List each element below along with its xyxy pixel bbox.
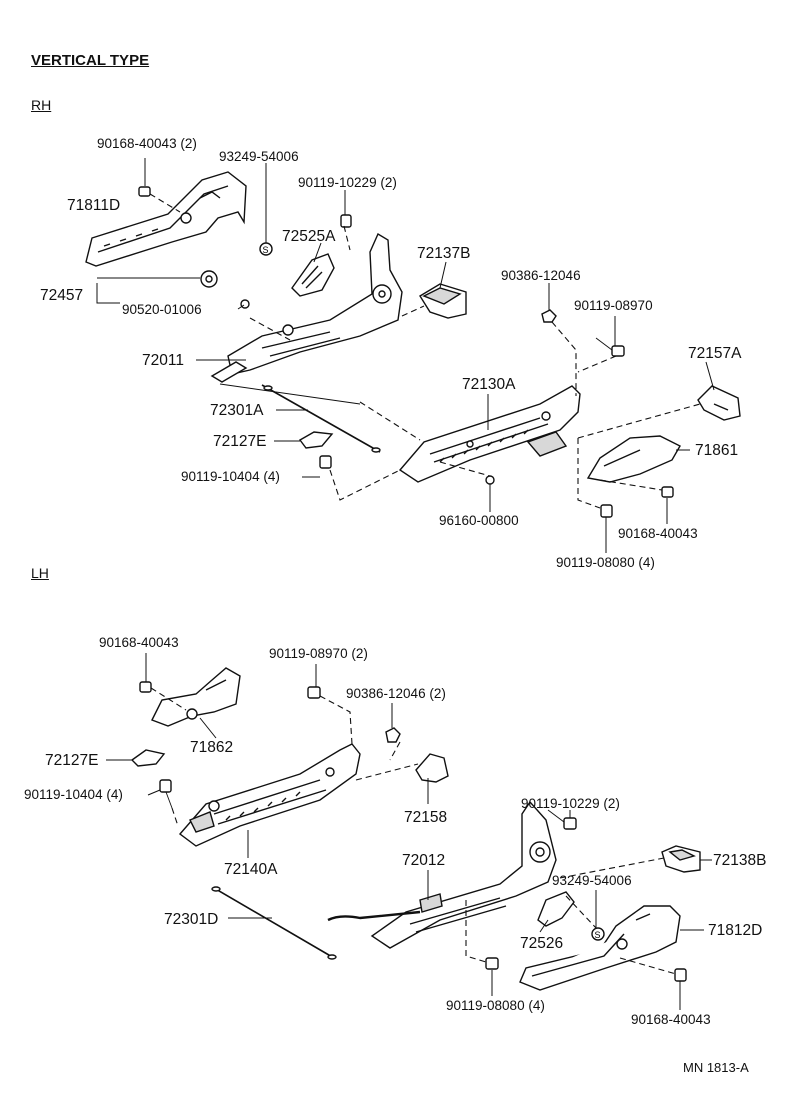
label-72012: 72012 (402, 852, 446, 869)
part-72157a (697, 385, 741, 421)
bolt-90168-40043-rh2 (661, 486, 674, 498)
label-72130a: 72130A (462, 376, 516, 393)
label-90119-08970-2-lh: 90119-08970 (2) (269, 646, 368, 661)
bolt-90119-08080-lh (485, 957, 499, 970)
lh-leaders (106, 653, 712, 1010)
bolt-90168-40043-lh (139, 681, 152, 693)
s-mark: S (263, 245, 269, 255)
lever-rod (327, 910, 421, 922)
section-rh: RH (31, 97, 52, 113)
diagram-title: VERTICAL TYPE (31, 52, 150, 69)
label-72011: 72011 (142, 352, 184, 369)
section-lh: LH (31, 565, 49, 581)
label-90119-08970-rh: 90119-08970 (574, 298, 653, 313)
label-72301d: 72301D (164, 911, 219, 928)
label-71811d: 71811D (67, 197, 121, 214)
leader (150, 687, 187, 711)
part-72012-frame (370, 800, 557, 949)
bolt-90119-10229-lh (563, 817, 577, 830)
rh-leaders (96, 158, 715, 553)
s-mark: S (595, 930, 601, 940)
part-72127e-lh (130, 749, 166, 767)
label-72127e-lh: 72127E (45, 752, 99, 769)
label-93249-54006-lh: 93249-54006 (552, 873, 632, 888)
label-90168-40043-2: 90168-40043 (2) (97, 136, 197, 151)
bolt-90168-40043-lh2 (674, 968, 687, 982)
label-72157a: 72157A (688, 345, 742, 362)
label-96160-00800: 96160-00800 (439, 513, 519, 528)
label-71861: 71861 (695, 442, 739, 459)
part-72158 (415, 753, 449, 783)
label-90119-10229-2-lh: 90119-10229 (2) (521, 796, 620, 811)
part-72011-frame (210, 232, 403, 383)
bolt-90119-10404-lh (159, 779, 172, 793)
nut-90386-12046-lh (385, 727, 401, 743)
leader (149, 193, 181, 213)
label-72140a: 72140A (224, 861, 278, 878)
part-72127e-rh (298, 431, 334, 449)
bolt-90168-40043-rh (138, 186, 151, 197)
label-90119-10404-4-lh: 90119-10404 (4) (24, 787, 123, 802)
label-71812d: 71812D (708, 922, 763, 939)
label-90386-12046-2-lh: 90386-12046 (2) (346, 686, 446, 701)
label-72138b: 72138B (713, 852, 767, 869)
label-90119-10404-4-rh: 90119-10404 (4) (181, 469, 280, 484)
label-90119-10229-2-rh: 90119-10229 (2) (298, 175, 397, 190)
part-72525a-knob (291, 253, 335, 297)
part-72457-cap (200, 270, 218, 288)
washer-96160-00800 (485, 475, 495, 485)
label-72137b: 72137B (417, 245, 471, 262)
label-90520-01006: 90520-01006 (122, 302, 202, 317)
diagram-code: MN 1813-A (683, 1060, 749, 1075)
cable-rod (219, 383, 361, 405)
bolt-90119-10404-rh (319, 455, 332, 469)
part-72130a-rail (398, 385, 581, 483)
label-93249-54006-rh: 93249-54006 (219, 149, 299, 164)
label-90168-40043-lh2: 90168-40043 (631, 1012, 711, 1027)
label-72127e-rh: 72127E (213, 433, 267, 450)
nut-90386-12046-rh (541, 309, 557, 323)
part-72137b (419, 283, 467, 319)
part-72526-knob (537, 891, 575, 927)
label-90386-12046-rh: 90386-12046 (501, 268, 581, 283)
bolt-90119-10229-rh (340, 214, 352, 228)
part-72301a-cable (261, 384, 381, 453)
bolt-shank (547, 809, 565, 823)
bolt-90119-08970-lh (307, 686, 321, 699)
part-72138b (661, 845, 701, 873)
part-71861-cover (586, 435, 681, 483)
label-90168-40043-lh: 90168-40043 (99, 635, 179, 650)
bolt-shank (595, 337, 613, 351)
bolt-shank (165, 791, 173, 809)
label-72158: 72158 (404, 809, 448, 826)
bolt-90119-08080-rh (600, 504, 613, 518)
label-90119-08080-4-lh: 90119-08080 (4) (446, 998, 545, 1013)
label-71862: 71862 (190, 739, 234, 756)
part-71811d-cover (85, 171, 247, 267)
label-90119-08080-4-rh: 90119-08080 (4) (556, 555, 655, 570)
clip-93249-54006-lh (591, 927, 605, 941)
part-71812d-cover (519, 905, 681, 991)
label-72457: 72457 (40, 287, 84, 304)
part-71862-cover (151, 667, 241, 727)
part-72301d-cable (211, 886, 337, 960)
bolt-90119-08970-rh (611, 345, 625, 357)
label-72301a: 72301A (210, 402, 264, 419)
label-72526: 72526 (520, 935, 564, 952)
part-72140a-rail (178, 743, 361, 847)
label-72525a: 72525A (282, 228, 336, 245)
label-90168-40043-rh2: 90168-40043 (618, 526, 698, 541)
